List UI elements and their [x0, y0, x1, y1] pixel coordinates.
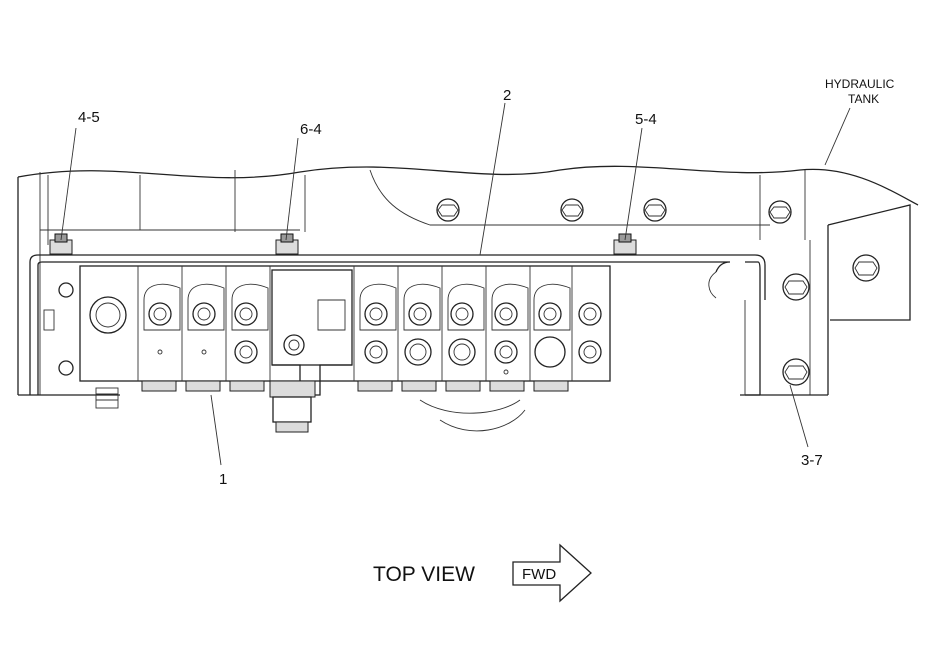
mounting-bracket [29, 254, 766, 396]
frame-bolts [436, 198, 880, 386]
bracket-bolts [43, 233, 637, 376]
forward-label: FWD [522, 566, 556, 583]
callout-2: 2 [503, 87, 511, 104]
view-label: TOP VIEW [373, 563, 475, 586]
callout-1: 1 [219, 471, 227, 488]
tank-label-line1: HYDRAULIC [825, 77, 895, 91]
callout-6-4: 6-4 [300, 121, 322, 138]
tank-label-line2: TANK [848, 92, 879, 106]
frame-structure [17, 165, 919, 432]
leader-lines [60, 102, 851, 466]
control-valve-bank [79, 265, 611, 433]
forward-arrow-icon [512, 543, 592, 603]
callout-4-5: 4-5 [78, 109, 100, 126]
callout-5-4: 5-4 [635, 111, 657, 128]
callout-3-7: 3-7 [801, 452, 823, 469]
